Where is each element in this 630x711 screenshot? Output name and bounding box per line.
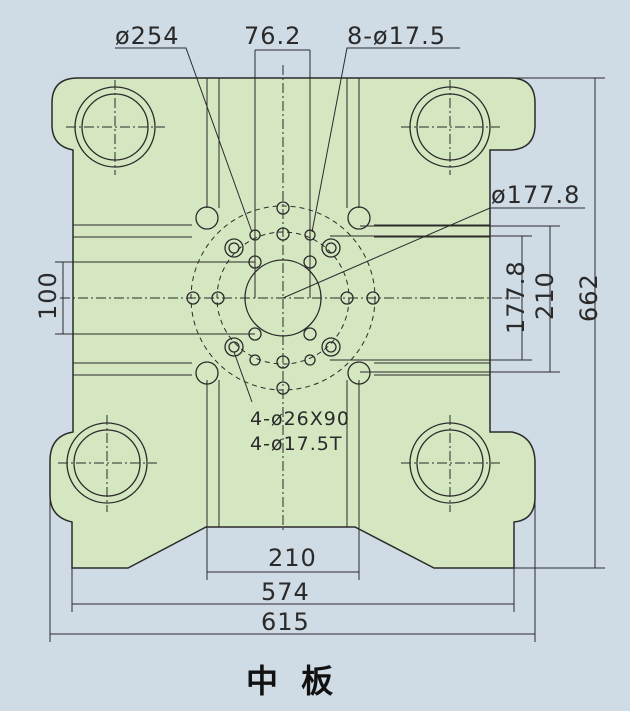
corner-bosses [195,206,371,385]
left-dimension [55,261,255,335]
tie-bar-holes [58,80,500,512]
label-vertical-210: 210 [531,271,559,320]
label-vertical-662: 662 [575,273,603,322]
leader-lines [115,47,585,403]
label-dia-76: 76.2 [244,22,301,50]
label-bottom-615: 615 [261,608,310,636]
center-bore [244,259,322,337]
label-holes-8: 8-ø17.5 [347,22,446,50]
bolt-circle-inner [216,231,350,365]
drawing-title: 中 板 [246,662,339,700]
label-holes-4b: 4-ø17.5T [250,433,342,455]
label-bottom-574: 574 [261,578,310,606]
label-vertical-177: 177.8 [502,260,530,334]
plate-grooves [73,78,490,527]
label-height-100: 100 [34,271,62,320]
plate-outline [49,77,536,569]
bolt-circle-outer [190,205,376,391]
bottom-dimensions [49,495,536,642]
label-holes-4a: 4-ø26X90 [250,408,350,430]
label-bottom-210: 210 [268,544,317,572]
mounting-holes [186,201,380,395]
label-dia-177: ø177.8 [491,181,580,209]
right-dimensions [330,77,605,569]
label-dia-254: ø254 [115,22,180,50]
